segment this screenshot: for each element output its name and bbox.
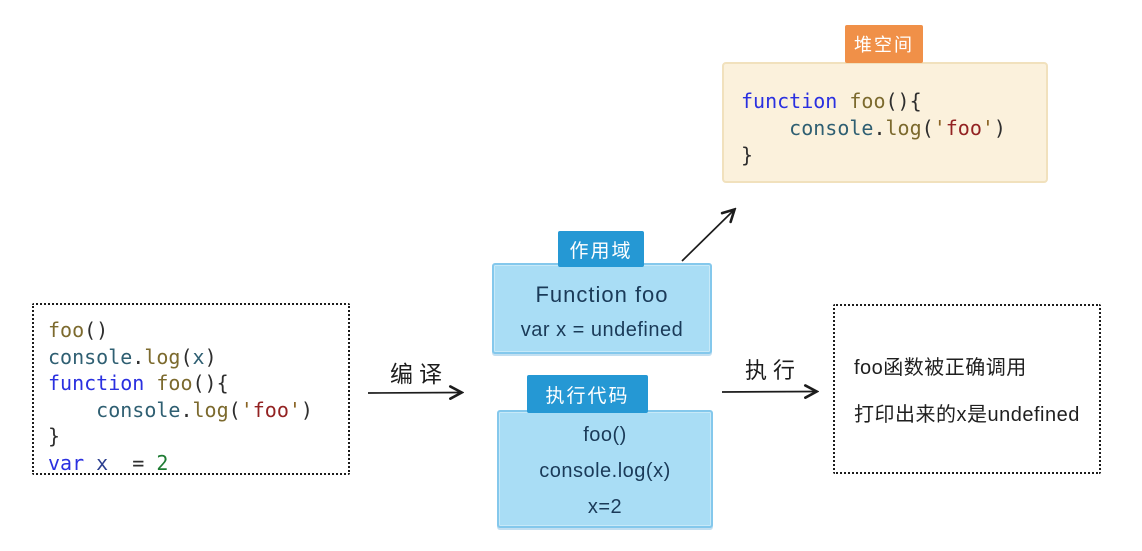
execution-code-line: console.log(x) <box>539 459 671 482</box>
execution-code-line: x=2 <box>587 495 623 518</box>
code-line: function foo(){ <box>48 371 229 395</box>
code-line: console.log('foo') <box>789 116 1006 140</box>
code-line: var x = 2 <box>48 450 169 475</box>
code-line: console.log('foo') <box>96 397 313 422</box>
scope-tab: 作用域 <box>558 231 644 267</box>
execution-code-tab: 执行代码 <box>527 375 648 413</box>
execution-code-box: foo() console.log(x) x=2 <box>497 410 713 528</box>
execute-label: 执行 <box>744 358 801 383</box>
code-line: } <box>48 424 61 448</box>
heap-space-box: function foo(){ console.log('foo')} <box>722 62 1048 183</box>
scope-line: Function foo <box>535 281 669 307</box>
scope-to-heap-arrow <box>681 210 734 262</box>
result-box: foo函数被正确调用 打印出来的x是undefined <box>833 304 1101 474</box>
code-line: foo() <box>48 318 109 342</box>
code-line: } <box>741 143 754 167</box>
code-line: console.log(x) <box>48 344 217 369</box>
scope-box: Function foo var x = undefined <box>492 263 712 354</box>
compile-arrow <box>367 393 461 394</box>
source-code-box: foo()console.log(x)function foo(){ conso… <box>32 303 350 475</box>
code-line: function foo(){ <box>741 89 922 113</box>
heap-space-tab: 堆空间 <box>845 25 923 63</box>
scope-line: var x = undefined <box>520 318 684 341</box>
execution-code-line: foo() <box>583 423 627 446</box>
compile-label: 编译 <box>390 361 448 387</box>
result-line: foo函数被正确调用 <box>854 357 1027 379</box>
execute-arrow <box>721 392 816 393</box>
result-line: 打印出来的x是undefined <box>854 404 1080 426</box>
